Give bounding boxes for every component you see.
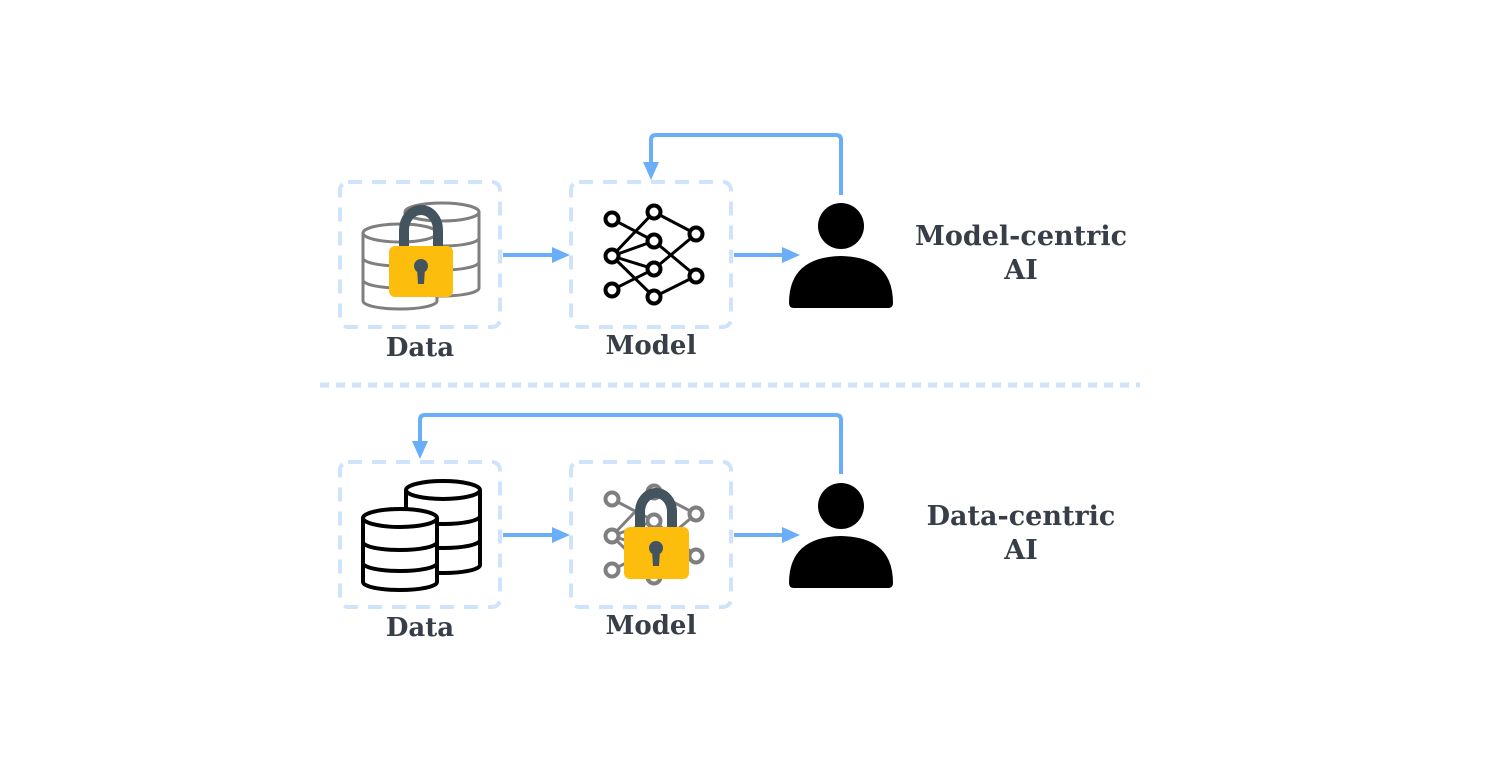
network-edge (610, 210, 656, 258)
row-title-line2: AI (1004, 535, 1038, 566)
network-node (603, 527, 621, 545)
data-box (338, 180, 502, 329)
network-node (645, 288, 663, 306)
network-node (603, 247, 621, 265)
data-label: Data (385, 613, 455, 643)
network-node (603, 561, 621, 579)
model-box (569, 460, 733, 609)
database-icon (361, 479, 482, 592)
feedback-arrow (649, 133, 843, 195)
feedback-arrowhead (412, 441, 428, 459)
row-model-centric (338, 133, 893, 329)
neural-network-icon (603, 203, 705, 306)
network-node (687, 547, 705, 565)
row-title-line1: Data-centric (926, 501, 1116, 532)
row-title: Data-centric AI (891, 500, 1151, 568)
feedback-arrow (418, 413, 843, 474)
data-box (338, 460, 502, 609)
network-node (645, 512, 663, 530)
network-edge (610, 254, 656, 299)
network-node (687, 267, 705, 285)
network-node (645, 260, 663, 278)
row-title-line1: Model-centric (914, 221, 1128, 252)
network-node (603, 281, 621, 299)
arrowhead (552, 247, 570, 263)
arrowhead (552, 527, 570, 543)
arrowhead (782, 247, 800, 263)
user-icon (789, 203, 893, 308)
network-node (687, 505, 705, 523)
network-edge (653, 239, 697, 278)
lock-icon (624, 488, 689, 579)
arrowhead (782, 527, 800, 543)
network-edge (653, 232, 697, 271)
user-icon (789, 483, 893, 588)
network-node (603, 210, 621, 228)
model-label: Model (605, 611, 697, 641)
row-data-centric (338, 413, 893, 609)
row-title: Model-centric AI (891, 220, 1151, 288)
model-label: Model (605, 331, 697, 361)
feedback-arrowhead (643, 162, 659, 180)
lock-icon (389, 205, 453, 297)
row-title-line2: AI (1004, 255, 1038, 286)
model-box (569, 180, 733, 329)
network-node (645, 232, 663, 250)
network-node (645, 203, 663, 221)
data-label: Data (385, 333, 455, 363)
network-node (687, 225, 705, 243)
network-node (603, 490, 621, 508)
